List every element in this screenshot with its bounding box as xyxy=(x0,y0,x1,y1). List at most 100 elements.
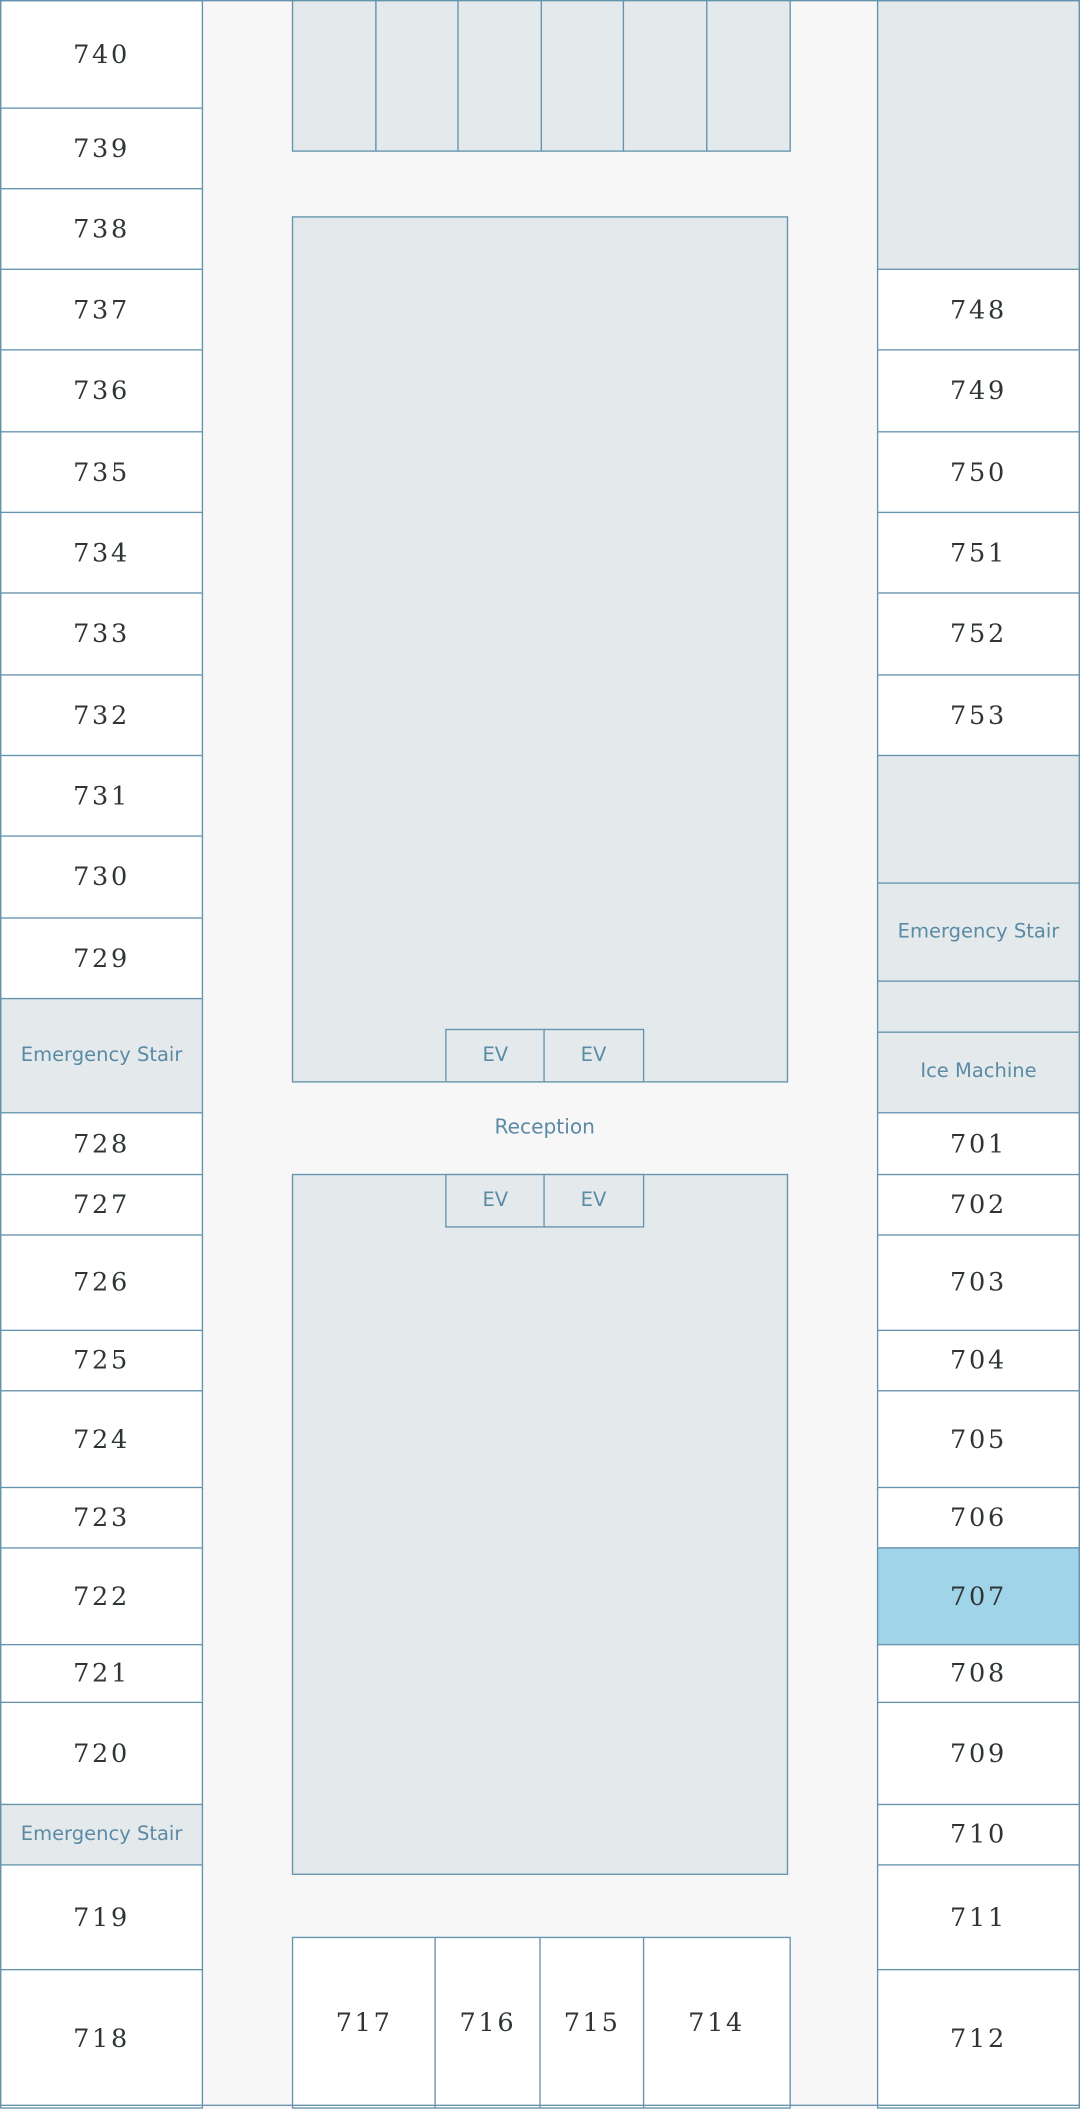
room-label: 719 xyxy=(73,1902,130,1933)
elevator: EV xyxy=(543,1028,644,1083)
room-720[interactable]: 720 xyxy=(0,1701,204,1806)
reception-label: Reception xyxy=(494,1114,595,1139)
room-718[interactable]: 718 xyxy=(0,1968,204,2108)
room-label: 732 xyxy=(73,700,130,731)
room-722[interactable]: 722 xyxy=(0,1547,204,1646)
room-label: 715 xyxy=(563,2007,621,2038)
room-label: 736 xyxy=(73,376,130,406)
room-label: 704 xyxy=(950,1346,1007,1376)
room-729[interactable]: 729 xyxy=(0,917,204,1000)
room-719[interactable]: 719 xyxy=(0,1864,204,1971)
room-label: 722 xyxy=(73,1581,130,1612)
room-710[interactable]: 710 xyxy=(876,1803,1080,1867)
room-label: 708 xyxy=(950,1659,1007,1689)
room-712[interactable]: 712 xyxy=(876,1968,1080,2108)
room-724[interactable]: 724 xyxy=(0,1390,204,1489)
room-label: 702 xyxy=(950,1190,1007,1220)
room-721[interactable]: 721 xyxy=(0,1643,204,1704)
room-label: 718 xyxy=(73,2023,130,2054)
room-711[interactable]: 711 xyxy=(876,1864,1080,1971)
service-area xyxy=(876,754,1080,885)
room-label: 730 xyxy=(73,862,130,893)
room-730[interactable]: 730 xyxy=(0,835,204,920)
room-label: 726 xyxy=(73,1268,130,1298)
room-733[interactable]: 733 xyxy=(0,592,204,677)
room-703[interactable]: 703 xyxy=(876,1234,1080,1332)
room-label: 733 xyxy=(73,619,130,650)
room-label: Emergency Stair xyxy=(20,1044,183,1067)
room-label: 711 xyxy=(950,1902,1007,1933)
room-704[interactable]: 704 xyxy=(876,1329,1080,1393)
room-714[interactable]: 714 xyxy=(642,1936,791,2109)
room-728[interactable]: 728 xyxy=(0,1112,204,1176)
room-731[interactable]: 731 xyxy=(0,754,204,838)
room-727[interactable]: 727 xyxy=(0,1173,204,1237)
room-740[interactable]: 740 xyxy=(0,0,204,110)
room-705[interactable]: 705 xyxy=(876,1390,1080,1489)
room-label: 727 xyxy=(73,1190,130,1220)
room-label: 714 xyxy=(688,2007,745,2038)
room-label: Emergency Stair xyxy=(20,1823,183,1846)
room-753[interactable]: 753 xyxy=(876,674,1080,757)
room-label: 749 xyxy=(950,376,1007,406)
room-732[interactable]: 732 xyxy=(0,674,204,757)
room-label: Ice Machine xyxy=(920,1061,1037,1083)
room-726[interactable]: 726 xyxy=(0,1234,204,1332)
room-label: 723 xyxy=(73,1503,130,1533)
room-label: 701 xyxy=(950,1129,1007,1159)
room-715[interactable]: 715 xyxy=(539,1936,645,2109)
room-label: 750 xyxy=(950,457,1007,488)
room-707[interactable]: 707 xyxy=(876,1547,1080,1646)
room-label: EV xyxy=(482,1189,509,1211)
room-label: 740 xyxy=(73,39,130,70)
room-750[interactable]: 750 xyxy=(876,431,1080,514)
room-723[interactable]: 723 xyxy=(0,1486,204,1550)
room-701[interactable]: 701 xyxy=(876,1112,1080,1176)
service-area xyxy=(876,0,1080,271)
room-702[interactable]: 702 xyxy=(876,1173,1080,1237)
elevator: EV xyxy=(543,1173,644,1228)
room-label: EV xyxy=(580,1189,607,1211)
room-label: 751 xyxy=(950,538,1007,568)
room-734[interactable]: 734 xyxy=(0,511,204,595)
room-label: 709 xyxy=(950,1738,1007,1769)
room-label: 703 xyxy=(950,1268,1007,1298)
room-752[interactable]: 752 xyxy=(876,592,1080,677)
room-label: 706 xyxy=(950,1503,1007,1533)
room-label: Emergency Stair xyxy=(897,921,1060,943)
core-block-upper xyxy=(291,216,789,1083)
room-label: 731 xyxy=(73,781,130,811)
room-label: 724 xyxy=(73,1424,130,1455)
room-label: 728 xyxy=(73,1129,130,1159)
room-label: 712 xyxy=(950,2023,1007,2054)
room-748[interactable]: 748 xyxy=(876,268,1080,352)
room-label: 748 xyxy=(950,295,1007,325)
room-738[interactable]: 738 xyxy=(0,188,204,271)
service-area xyxy=(876,980,1080,1034)
room-739[interactable]: 739 xyxy=(0,107,204,191)
room-749[interactable]: 749 xyxy=(876,349,1080,434)
room-label: 720 xyxy=(73,1738,130,1769)
room-label: 739 xyxy=(73,133,130,164)
room-716[interactable]: 716 xyxy=(434,1936,542,2109)
room-label: 735 xyxy=(73,457,130,488)
room-708[interactable]: 708 xyxy=(876,1643,1080,1704)
service-room xyxy=(457,0,543,152)
emergency-stair: Emergency Stair xyxy=(0,997,204,1115)
elevator: EV xyxy=(445,1028,546,1083)
service-room xyxy=(540,0,625,152)
room-737[interactable]: 737 xyxy=(0,268,204,352)
room-751[interactable]: 751 xyxy=(876,511,1080,595)
room-label: 753 xyxy=(950,700,1007,731)
service-room xyxy=(374,0,460,152)
room-735[interactable]: 735 xyxy=(0,431,204,514)
room-725[interactable]: 725 xyxy=(0,1329,204,1393)
room-label: 710 xyxy=(950,1820,1007,1850)
room-706[interactable]: 706 xyxy=(876,1486,1080,1550)
room-709[interactable]: 709 xyxy=(876,1701,1080,1806)
room-736[interactable]: 736 xyxy=(0,349,204,434)
room-717[interactable]: 717 xyxy=(291,1936,437,2109)
room-label: 734 xyxy=(73,538,130,568)
room-label: 729 xyxy=(73,943,130,974)
